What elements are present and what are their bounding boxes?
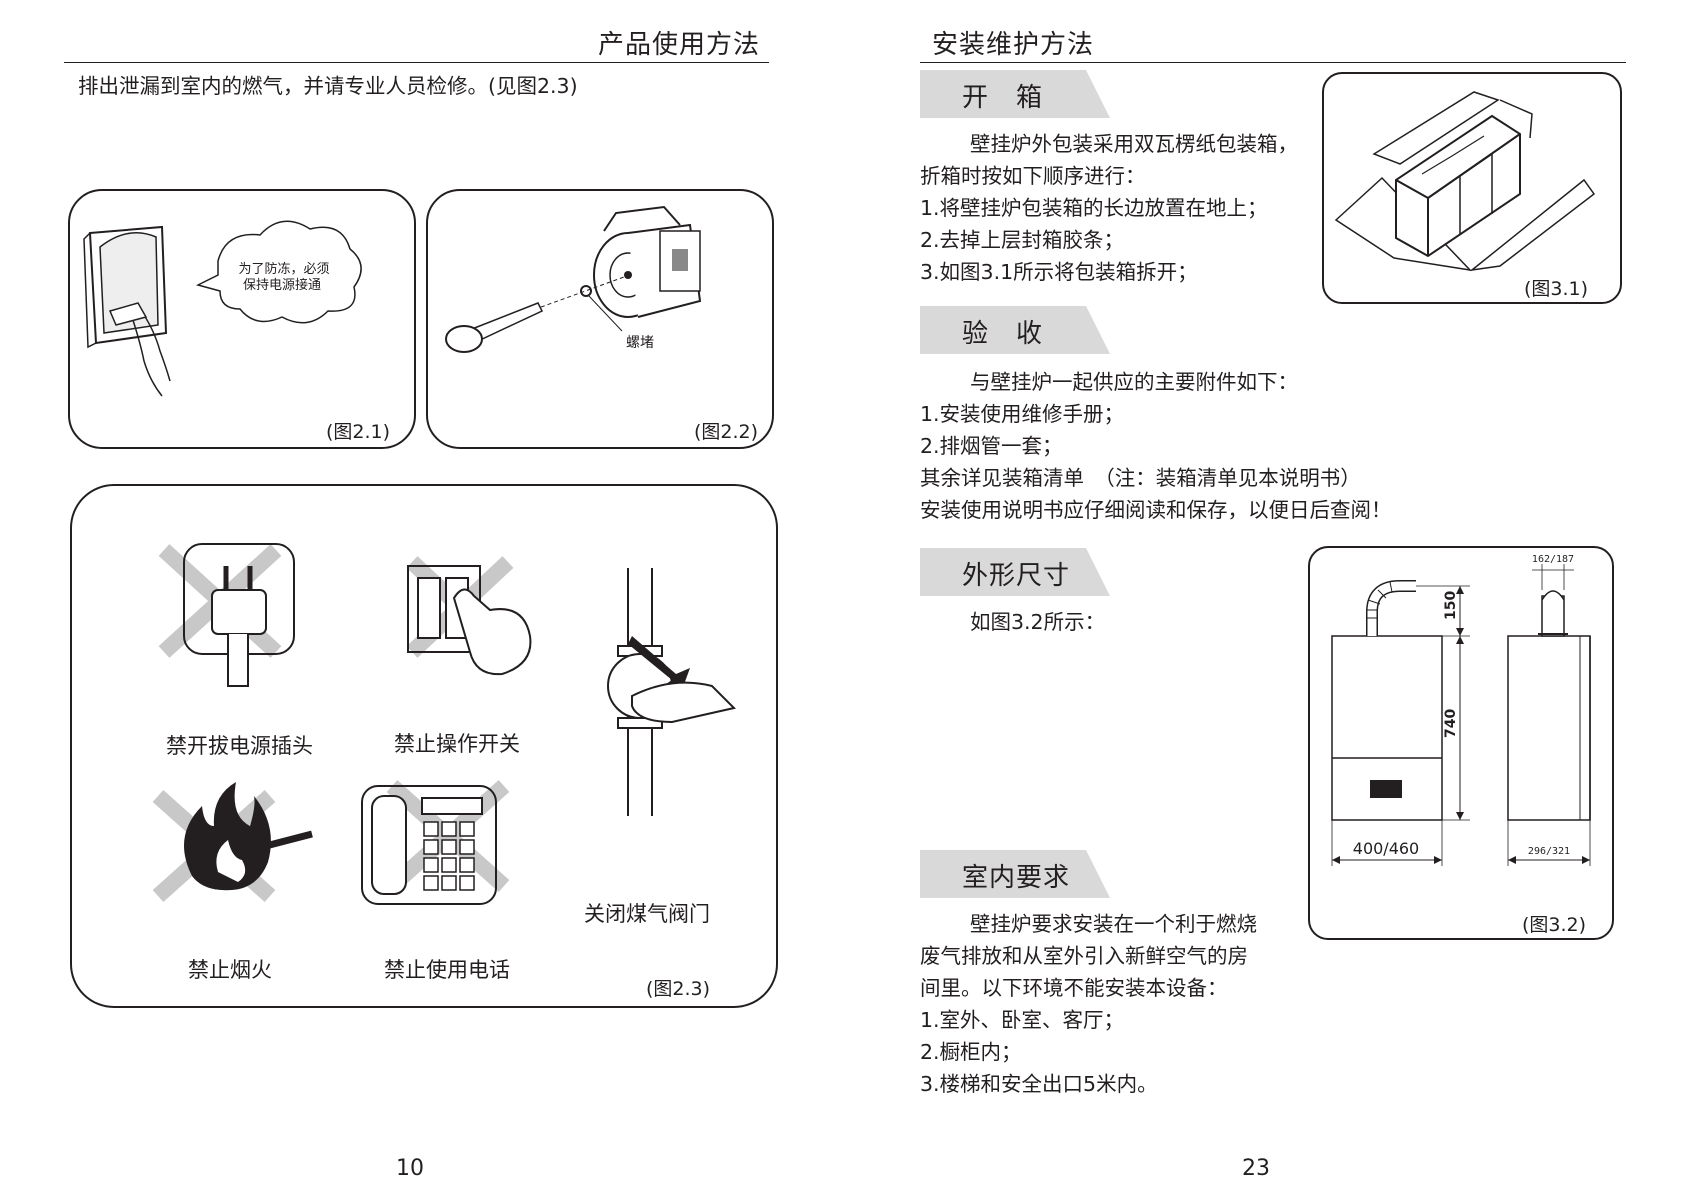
- unboxing-line-2: 折箱时按如下顺序进行：: [920, 164, 1146, 188]
- figure-2-1-caption: (图2.1): [326, 421, 391, 443]
- acceptance-line-5: 安装使用说明书应仔细阅读和保存，以便日后查阅！: [920, 498, 1392, 522]
- section-title-indoor: 室内要求: [920, 850, 1110, 898]
- figure-3-2-caption: (图3.2): [1522, 914, 1587, 936]
- dimensions-line-1: 如图3.2所示：: [970, 610, 1106, 634]
- label-no-unplug: 禁开拔电源插头: [166, 734, 313, 758]
- acceptance-line-1: 与壁挂炉一起供应的主要附件如下：: [970, 370, 1298, 394]
- close-gas-valve-icon: [607, 568, 736, 816]
- figure-2-1: 为了防冻，必须 保持电源接通 (图2.1): [68, 189, 416, 449]
- unpacked-box-illustration: [1334, 91, 1596, 272]
- indoor-line-1: 壁挂炉要求安装在一个利于燃烧: [970, 912, 1257, 936]
- dim-top: 162/187: [1532, 554, 1574, 565]
- section-title-unboxing-text: 开 箱: [962, 83, 1044, 113]
- dim-depth: 296/321: [1528, 846, 1570, 857]
- acceptance-line-3: 2.排烟管一套；: [920, 434, 1063, 458]
- unboxing-text: 壁挂炉外包装采用双瓦楞纸包装箱， 折箱时按如下顺序进行： 1.将壁挂炉包装箱的长…: [920, 128, 1298, 288]
- no-fire-icon: [152, 782, 313, 902]
- unboxing-line-4: 2.去掉上层封箱胶条；: [920, 228, 1125, 252]
- label-no-phone: 禁止使用电话: [384, 958, 510, 982]
- no-unplug-icon: [158, 543, 295, 687]
- acceptance-line-4: 其余详见装箱清单 （注：装箱清单见本说明书）: [920, 466, 1361, 490]
- dimensions-text: 如图3.2所示：: [970, 606, 1105, 638]
- right-page-header: 安装维护方法: [932, 30, 1095, 60]
- figure-2-2: 螺堵 (图2.2): [426, 189, 774, 449]
- no-switch-icon: [406, 556, 532, 676]
- screw-plug-label: 螺堵: [626, 335, 654, 351]
- figure-3-1: (图3.1): [1322, 72, 1622, 304]
- no-telephone-icon: [361, 780, 510, 905]
- boiler-dimension-drawing: 150 740 400/460 162/187 296/321: [1331, 554, 1591, 866]
- unboxing-line-5: 3.如图3.1所示将包装箱拆开；: [920, 260, 1198, 284]
- section-title-acceptance: 验 收: [920, 306, 1110, 354]
- dim-740: 740: [1443, 709, 1459, 738]
- dim-width: 400/460: [1353, 839, 1419, 858]
- section-title-dimensions: 外形尺寸: [920, 548, 1110, 596]
- section-title-acceptance-text: 验 收: [962, 319, 1044, 349]
- label-close-valve: 关闭煤气阀门: [584, 902, 710, 926]
- bubble-line-1: 为了防冻，必须: [238, 261, 329, 277]
- right-header-rule: [920, 62, 1626, 63]
- section-title-unboxing: 开 箱: [920, 70, 1110, 118]
- right-page-number: 23: [1242, 1156, 1270, 1181]
- figure-2-3-caption: (图2.3): [646, 978, 711, 1000]
- left-intro-text: 排出泄漏到室内的燃气，并请专业人员检修。(见图2.3): [78, 74, 578, 98]
- indoor-line-3: 间里。以下环境不能安装本设备：: [920, 976, 1228, 1000]
- figure-3-2: 150 740 400/460 162/187 296/321 (图3.2): [1308, 546, 1614, 940]
- indoor-line-5: 2.橱柜内；: [920, 1040, 1022, 1064]
- figure-2-3: 禁开拔电源插头 禁止操作开关 关闭煤气阀门 禁止烟火 禁止使用电话 (图2.3): [70, 484, 778, 1008]
- figure-2-2-caption: (图2.2): [694, 421, 759, 443]
- indoor-text: 壁挂炉要求安装在一个利于燃烧 废气排放和从室外引入新鲜空气的房 间里。以下环境不…: [920, 908, 1257, 1100]
- label-no-fire: 禁止烟火: [188, 958, 272, 982]
- bubble-line-2: 保持电源接通: [243, 277, 321, 293]
- indoor-line-6: 3.楼梯和安全出口5米内。: [920, 1072, 1158, 1096]
- freeze-warning-illustration: 为了防冻，必须 保持电源接通: [83, 220, 362, 397]
- figure-3-1-caption: (图3.1): [1524, 278, 1589, 300]
- unboxing-line-3: 1.将壁挂炉包装箱的长边放置在地上；: [920, 196, 1268, 220]
- acceptance-line-2: 1.安装使用维修手册；: [920, 402, 1125, 426]
- gas-leak-safety-pictograms: [152, 543, 736, 905]
- label-no-switch: 禁止操作开关: [394, 732, 520, 756]
- indoor-line-2: 废气排放和从室外引入新鲜空气的房: [920, 944, 1248, 968]
- unboxing-line-1: 壁挂炉外包装采用双瓦楞纸包装箱，: [970, 132, 1298, 156]
- left-header-rule: [64, 62, 769, 63]
- left-page-number: 10: [396, 1156, 424, 1181]
- section-title-indoor-text: 室内要求: [962, 863, 1071, 893]
- left-page-header: 产品使用方法: [598, 30, 761, 60]
- section-title-dimensions-text: 外形尺寸: [962, 561, 1071, 591]
- indoor-line-4: 1.室外、卧室、客厅；: [920, 1008, 1125, 1032]
- dim-150: 150: [1443, 591, 1459, 620]
- pump-screwdriver-illustration: 螺堵: [445, 205, 702, 353]
- acceptance-text: 与壁挂炉一起供应的主要附件如下： 1.安装使用维修手册； 2.排烟管一套； 其余…: [920, 366, 1392, 526]
